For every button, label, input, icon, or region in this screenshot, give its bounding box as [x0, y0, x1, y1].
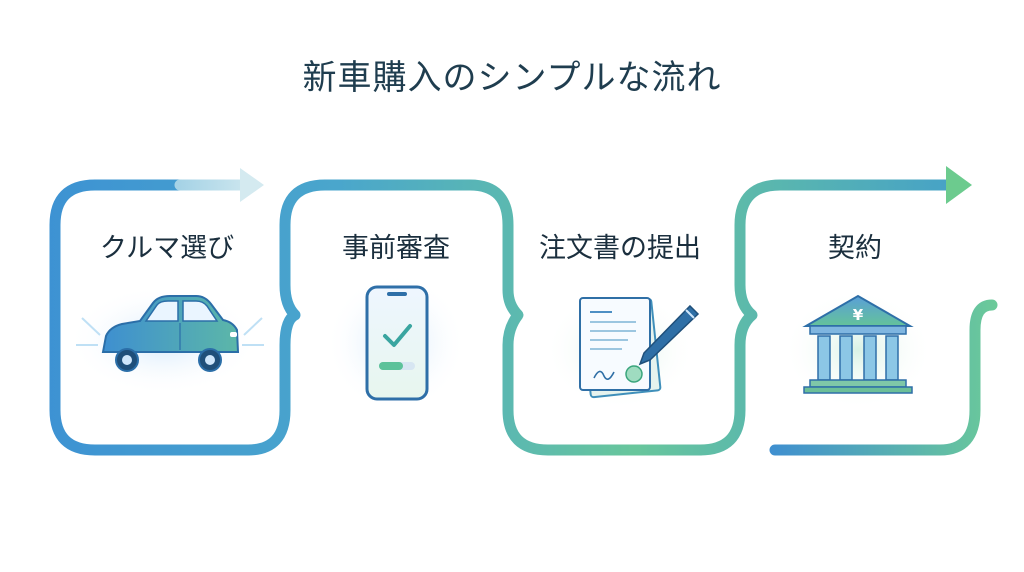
page-title: 新車購入のシンプルな流れ	[302, 58, 722, 98]
connector-3-4	[694, 179, 961, 456]
step-label-order-form: 注文書の提出	[539, 233, 701, 264]
flow-connectors	[49, 166, 998, 456]
connector-1-2	[242, 179, 706, 456]
yen-symbol: ¥	[853, 306, 864, 324]
bank-yen-icon: ¥	[783, 290, 933, 410]
arrow-head-2	[946, 166, 972, 204]
car-icon	[68, 285, 264, 395]
step-label-car-selection: クルマ選び	[99, 233, 235, 264]
step-label-pre-screening: 事前審査	[342, 233, 450, 264]
step-1-frame	[49, 179, 254, 456]
arrow-head-1	[240, 168, 264, 202]
smartphone-check-icon	[326, 273, 466, 413]
document-pen-icon	[545, 290, 700, 410]
step-4-tail	[769, 299, 998, 456]
step-label-contract: 契約	[828, 233, 882, 264]
